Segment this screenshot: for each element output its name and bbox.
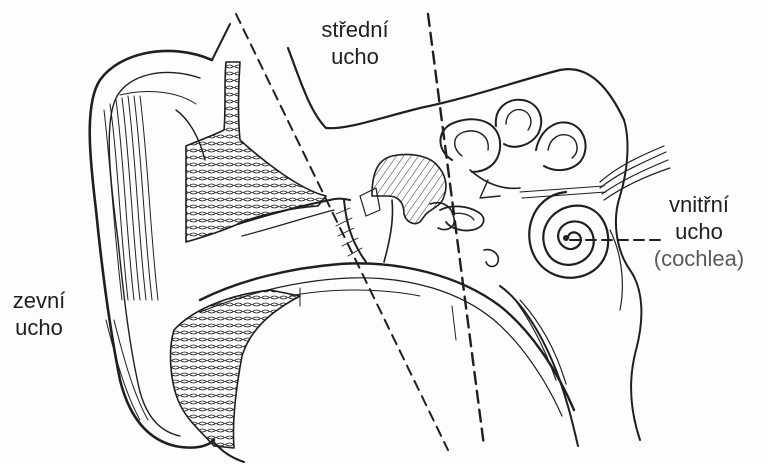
middle-ear-label-line2: ucho (300, 43, 410, 70)
semicircular-canals (440, 100, 585, 198)
middle-ear-label: střední ucho (300, 16, 410, 70)
inner-ear-label-line2: ucho (630, 218, 768, 245)
temporal-bone (610, 120, 641, 440)
inner-ear-label-line1: vnitřní (630, 191, 768, 218)
eustachian-tube (484, 250, 578, 446)
outer-ear-label: zevní ucho (0, 287, 78, 341)
outer-ear-label-line2: ucho (0, 314, 78, 341)
cochlea (529, 192, 608, 278)
outer-middle-divider (236, 14, 448, 450)
ear-canal-upper-cartilage (186, 62, 326, 242)
inner-ear-label: vnitřní ucho (cochlea) (630, 191, 768, 272)
middle-ear-label-line1: střední (300, 16, 410, 43)
ear-canal-lower-cartilage (171, 290, 300, 448)
inner-ear-label-line3: (cochlea) (630, 245, 768, 272)
ossicles (360, 154, 484, 230)
outer-ear-label-line1: zevní (0, 287, 78, 314)
